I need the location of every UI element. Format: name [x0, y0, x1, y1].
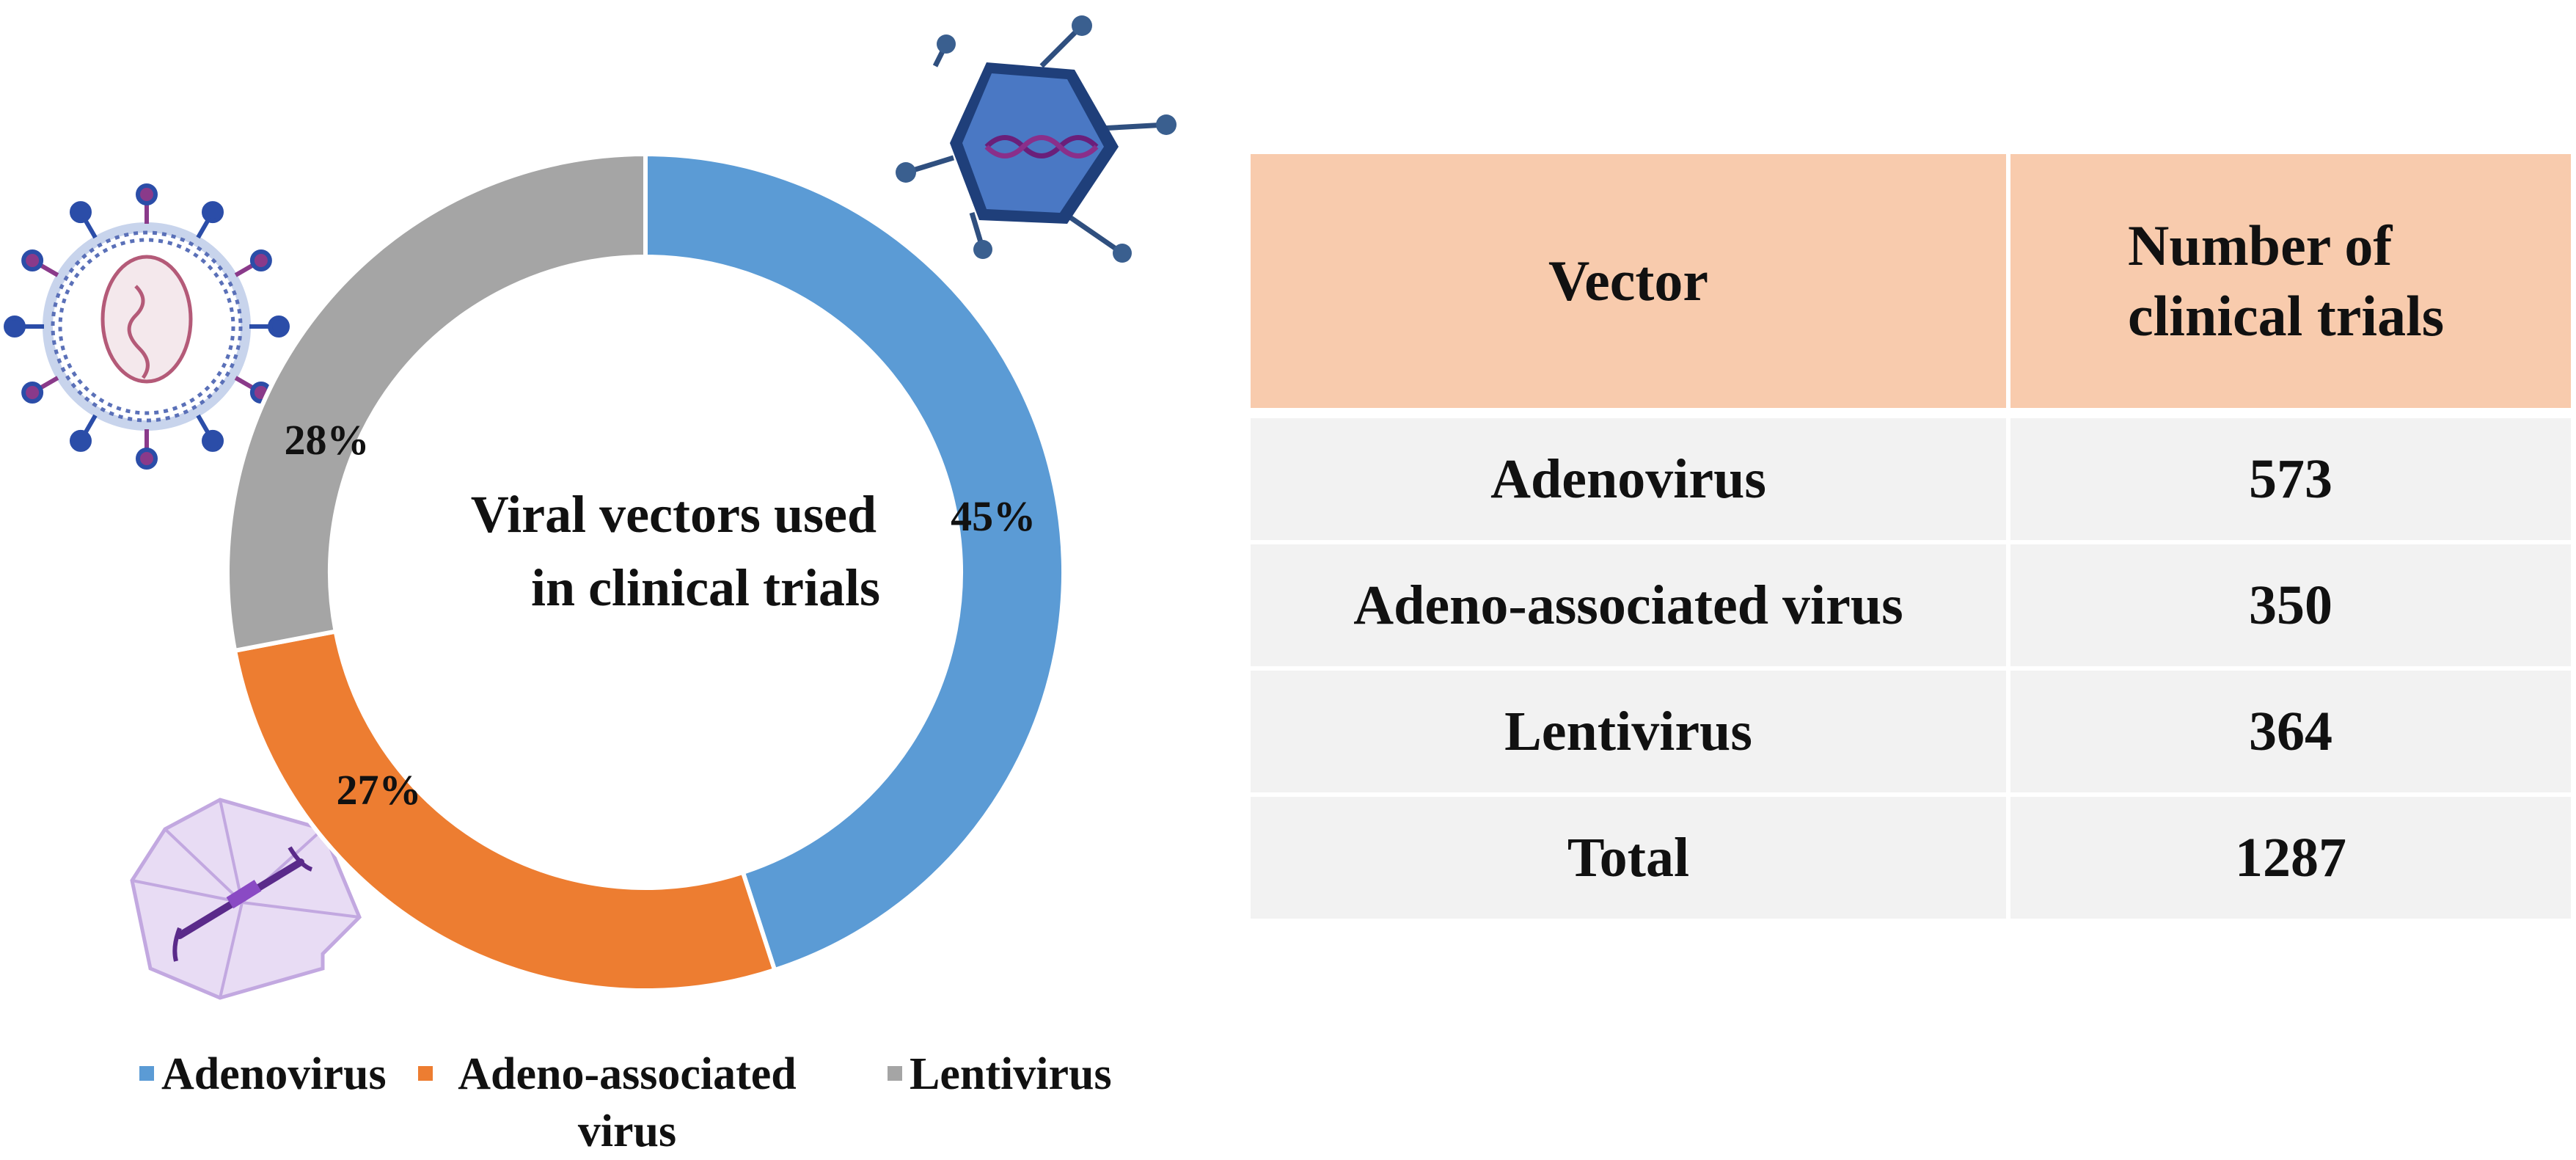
cell-vector: Lentivirus: [1251, 666, 2006, 792]
legend-item-adenovirus: Adenovirus: [139, 1046, 387, 1103]
slice-adenovirus: [643, 151, 1066, 973]
legend-item-lentivirus: Lentivirus: [888, 1046, 1112, 1103]
legend-label-adenovirus: Adenovirus: [161, 1049, 387, 1099]
cell-count: 350: [2006, 540, 2571, 666]
legend-item-aav: Adeno-associated virus: [418, 1046, 814, 1160]
legend-label-lentivirus: Lentivirus: [910, 1049, 1112, 1099]
legend-swatch-adenovirus: [139, 1066, 154, 1081]
table-header-row: Vector Number of clinical trials: [1251, 154, 2571, 408]
header-number-of-trials-text: Number of clinical trials: [2128, 214, 2445, 348]
cell-vector: Adeno-associated virus: [1251, 540, 2006, 666]
center-title-line-1: Viral vectors used: [471, 485, 877, 544]
header-vector: Vector: [1251, 154, 2006, 408]
donut-chart: 45% 27% 28% Viral vectors used in clinical…: [4, 15, 1177, 1000]
table-row: Adenovirus 573: [1251, 408, 2571, 540]
table-row: Lentivirus 364: [1251, 666, 2571, 792]
legend-swatch-aav: [418, 1066, 433, 1081]
slice-labels: 45% 27% 28%: [284, 416, 1036, 814]
cell-vector: Total: [1251, 792, 2006, 919]
table-row: Adeno-associated virus 350: [1251, 540, 2571, 666]
legend-label-aav: Adeno-associated virus: [458, 1049, 797, 1156]
cell-count: 573: [2006, 408, 2571, 540]
center-title-line-2: in clinical trials: [531, 558, 880, 617]
header-number-of-trials: Number of clinical trials: [2006, 154, 2571, 408]
chart-legend: Adenovirus Adeno-associated virus Lentiv…: [132, 1046, 1144, 1156]
adenovirus-dna-icon: [896, 15, 1177, 263]
cell-vector: Adenovirus: [1251, 408, 2006, 540]
cell-count: 1287: [2006, 792, 2571, 919]
slice-label-adenovirus: 45%: [951, 492, 1036, 540]
clinical-trials-table: Vector Number of clinical trials Adenovi…: [1251, 154, 2571, 919]
enveloped-virus-icon: [4, 183, 290, 470]
table-row: Total 1287: [1251, 792, 2571, 919]
aav-capsid-icon: [130, 798, 362, 1000]
slice-adeno-associated-virus: [232, 629, 777, 993]
cell-count: 364: [2006, 666, 2571, 792]
slice-lentivirus: [225, 151, 648, 654]
legend-swatch-lentivirus: [888, 1066, 902, 1081]
donut-ring: [225, 151, 1066, 993]
slice-label-lentivirus: 28%: [284, 416, 369, 464]
slice-label-adeno-associated-virus: 27%: [337, 766, 422, 814]
